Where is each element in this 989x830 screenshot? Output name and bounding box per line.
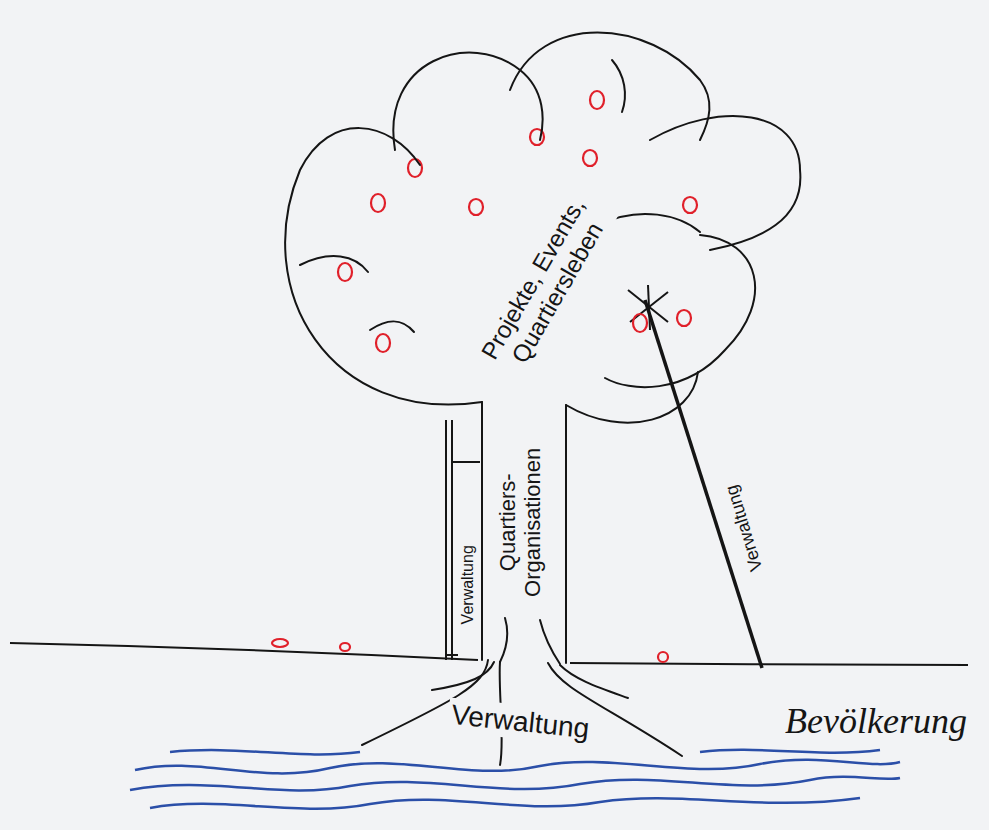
- tree-trunk: Quartiers- Organisationen: [476, 395, 572, 665]
- outline-stroke: [285, 128, 482, 404]
- left-bracket: [446, 420, 480, 660]
- water-waves: [130, 750, 900, 809]
- support-stake: [628, 285, 762, 668]
- tree-crown-outline: [250, 15, 830, 435]
- outline-stroke: [393, 53, 542, 150]
- outline-stroke: [300, 256, 368, 272]
- outline-stroke: [510, 33, 709, 141]
- apples: [272, 91, 697, 662]
- outline-stroke: [540, 620, 560, 664]
- population-label: Bevölkerung: [782, 702, 970, 742]
- outline-stroke: [432, 662, 494, 690]
- outline-stroke: [565, 405, 567, 663]
- outline-stroke: [500, 618, 507, 662]
- tree-crown: Projekte, Events, Quartiersleben: [250, 15, 830, 435]
- outline-stroke: [481, 402, 483, 660]
- node-text: Verwaltung: [446, 698, 593, 747]
- outline-stroke: [612, 60, 625, 112]
- outline-stroke: [370, 321, 414, 332]
- node-text: Quartiers- Organisationen: [494, 433, 547, 611]
- outline-stroke: [566, 372, 698, 423]
- outline-stroke: [560, 665, 628, 698]
- outline-stroke: [650, 116, 800, 250]
- ground-line: [10, 643, 968, 665]
- node-text: Projekte, Events, Quartiersleben: [471, 186, 619, 384]
- outline-stroke: [605, 235, 755, 387]
- side-label: Verwaltung: [458, 542, 476, 627]
- tree-roots: Verwaltung: [340, 640, 700, 770]
